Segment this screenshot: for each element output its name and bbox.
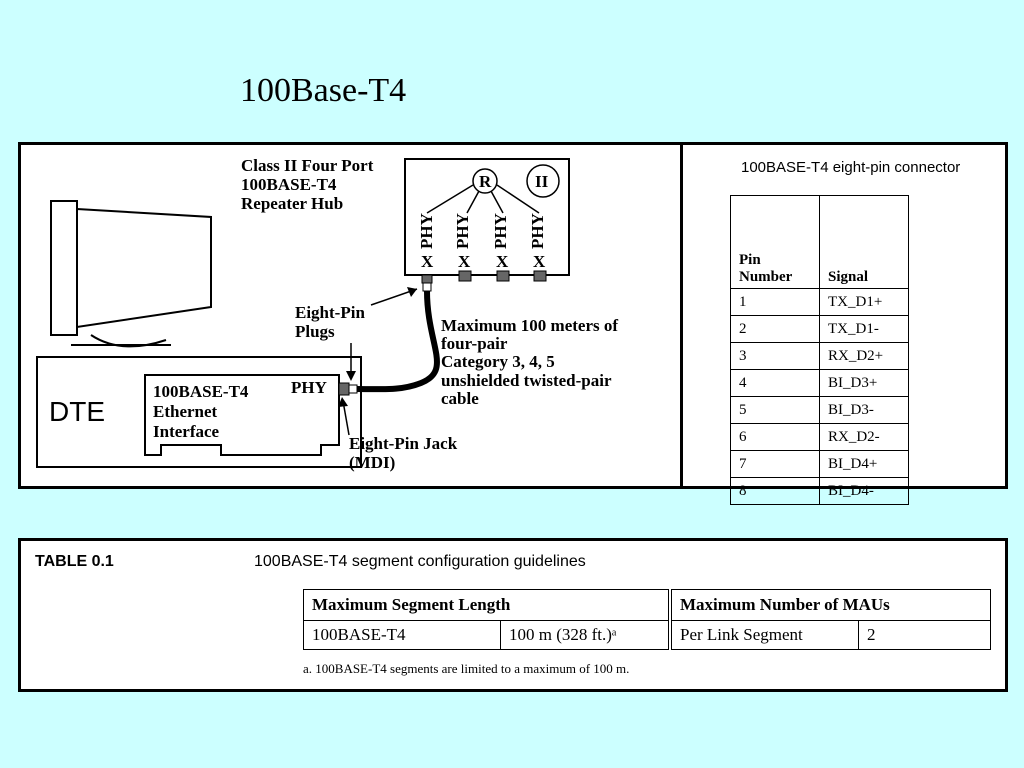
- pin-cell: 8: [730, 477, 820, 505]
- pin-cell: 6: [730, 423, 820, 451]
- pin-table-caption: 100BASE-T4 eight-pin connector: [741, 159, 961, 176]
- signal-cell: BI_D4+: [819, 450, 909, 478]
- hub-x-2: X: [458, 252, 471, 271]
- class-circle: [526, 164, 560, 198]
- signal-cell: RX_D2+: [819, 342, 909, 370]
- hub-label-1: Class II Four Port: [241, 156, 374, 175]
- jack-arrow: [342, 400, 350, 436]
- hub-port-1: [421, 274, 433, 284]
- hub-label-2: 100BASE-T4: [241, 175, 337, 194]
- interface-label-1: 100BASE-T4: [153, 382, 249, 401]
- pin-cell: 2: [730, 315, 820, 343]
- pin-cell: 1: [730, 288, 820, 316]
- pin-cell: 4: [730, 369, 820, 397]
- hub-phy-3: PHY: [491, 213, 510, 249]
- signal-cell: TX_D1+: [819, 288, 909, 316]
- hub-x-1: X: [421, 252, 434, 271]
- mau-count-cell: 2: [858, 620, 991, 650]
- cable-label-4: unshielded twisted-pair: [441, 371, 612, 390]
- segment-length-cell: 100 m (328 ft.)ᵃ: [500, 620, 672, 650]
- jack-icon: [338, 382, 350, 396]
- segment-length-header: Maximum Segment Length: [303, 589, 672, 621]
- mau-count-header: Maximum Number of MAUs: [669, 589, 991, 621]
- monitor-icon: [50, 200, 212, 348]
- signal-cell: BI_D4-: [819, 477, 909, 505]
- pin-connector-panel: 100BASE-T4 eight-pin connector Pin Numbe…: [681, 142, 1008, 505]
- hub-class: II: [535, 172, 549, 191]
- hub-port-3: [496, 270, 510, 282]
- diagram-svg: DTE 100BASE-T4 Ethernet Interface PHY R …: [36, 156, 618, 472]
- plug-icon: [348, 384, 358, 394]
- jack-label-2: (MDI): [349, 453, 395, 472]
- hub-port-2: [458, 270, 472, 282]
- link-segment-cell: Per Link Segment: [669, 620, 859, 650]
- repeater-circle: [472, 168, 498, 194]
- hub-plug: [422, 282, 432, 292]
- cable-label-5: cable: [441, 389, 479, 408]
- hub-repeater: R: [479, 172, 492, 191]
- hub-x-3: X: [496, 252, 509, 271]
- segment-type-cell: 100BASE-T4: [303, 620, 501, 650]
- cable-label-3: Category 3, 4, 5: [441, 352, 555, 371]
- pin-cell: 3: [730, 342, 820, 370]
- interface-phy: PHY: [291, 378, 327, 397]
- interface-card: [144, 374, 340, 456]
- table-label: TABLE 0.1: [35, 553, 114, 570]
- table-row: 100BASE-T4 100 m (328 ft.)ᵃ Per Link Seg…: [303, 620, 991, 650]
- signal-cell: TX_D1-: [819, 315, 909, 343]
- signal-cell: RX_D2-: [819, 423, 909, 451]
- interface-label-2: Ethernet: [153, 402, 218, 421]
- pin-cell: 7: [730, 450, 820, 478]
- interface-label-3: Interface: [153, 422, 220, 441]
- cable-label-1: Maximum 100 meters of: [441, 316, 618, 335]
- hub-x-4: X: [533, 252, 546, 271]
- hub-phy-4: PHY: [528, 213, 547, 249]
- plugs-label-1: Eight-Pin: [295, 303, 365, 322]
- signal-col-header: Signal: [819, 195, 909, 289]
- hub-phy-1: PHY: [417, 213, 436, 249]
- signal-cell: BI_D3-: [819, 396, 909, 424]
- segment-table: Maximum Segment Length Maximum Number of…: [303, 589, 991, 650]
- dte-label: DTE: [49, 396, 105, 427]
- pin-col-header: Pin Number: [730, 195, 820, 289]
- segment-config-panel: TABLE 0.1 100BASE-T4 segment configurati…: [18, 538, 1008, 692]
- jack-label-1: Eight-Pin Jack: [349, 434, 458, 453]
- hub-phy-2: PHY: [453, 213, 472, 249]
- cable-line: [356, 290, 440, 393]
- hub-phy-labels: PHY PHY PHY PHY X X X X: [417, 213, 547, 271]
- plugs-label-2: Plugs: [295, 322, 335, 341]
- network-diagram: DTE 100BASE-T4 Ethernet Interface PHY R …: [18, 142, 683, 489]
- signal-cell: BI_D3+: [819, 369, 909, 397]
- hub-port-4: [533, 270, 547, 282]
- page-title: 100Base-T4: [240, 72, 407, 109]
- pin-cell: 5: [730, 396, 820, 424]
- cable-label-2: four-pair: [441, 334, 508, 353]
- hub-label-3: Repeater Hub: [241, 194, 343, 213]
- table-footnote: a. 100BASE-T4 segments are limited to a …: [303, 661, 630, 676]
- table-caption: 100BASE-T4 segment configuration guideli…: [254, 553, 586, 570]
